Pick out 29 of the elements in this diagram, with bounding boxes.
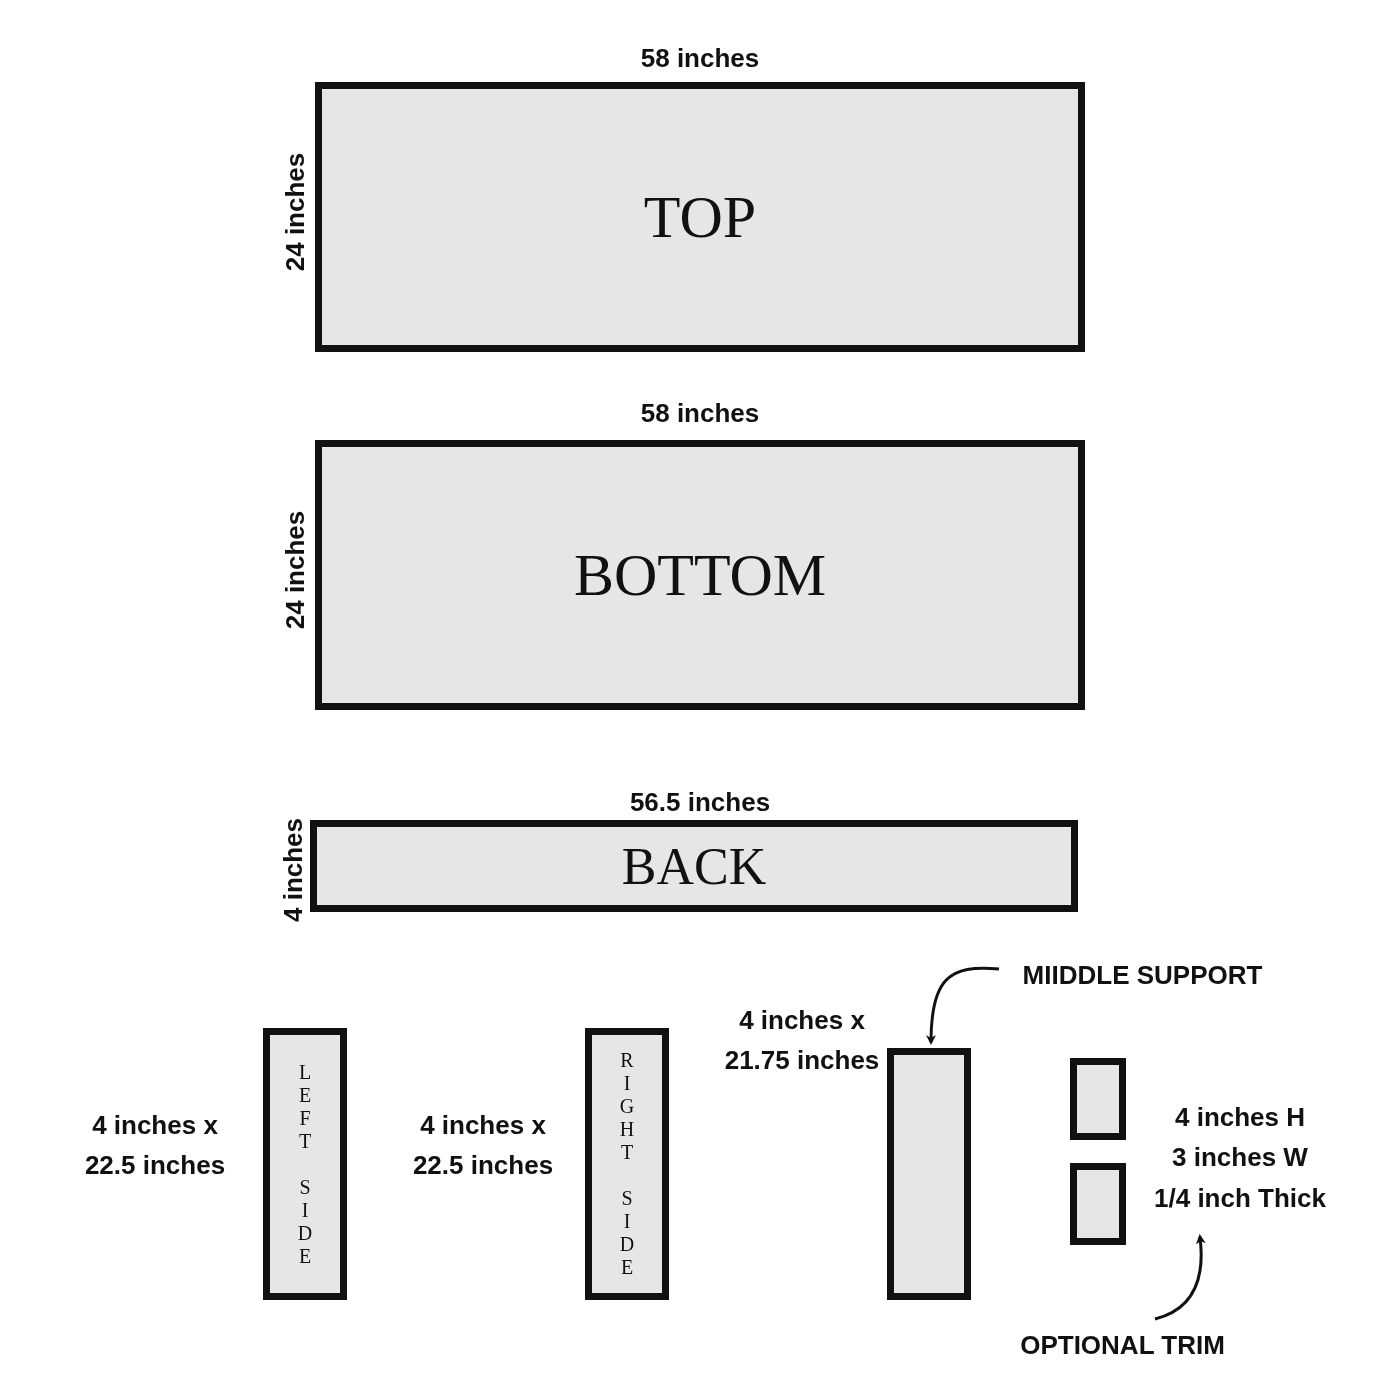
board-panel [585,1028,669,1300]
panel-name: BOTTOM [573,540,827,610]
callout-text: MIIDDLE SUPPORT [1005,955,1280,995]
leader-arrow [926,966,1000,1045]
dimension-label: 4 inches x 22.5 inches [83,1109,227,1182]
dimension-label: 4 inches x 22.5 inches [411,1109,555,1182]
dimension-label: 24 inches [279,151,311,274]
callout-text: OPTIONAL TRIM [1000,1325,1245,1365]
dimension-label: 4 inches [277,816,309,925]
board-panel [1070,1058,1126,1140]
board-panel [887,1048,971,1300]
dimension-label: 56.5 inches [628,786,772,819]
board-panel [1070,1163,1126,1245]
leader-arrow [1154,1234,1206,1321]
dimension-label: 58 inches [639,397,761,430]
panel-name: BACK [621,836,767,896]
panel-name: TOP [643,182,757,252]
panel-name: RIGHT SIDE [617,1049,637,1279]
dimension-label: 3 inches W [1171,1141,1309,1174]
board-panel [315,82,1085,352]
board-panel [315,440,1085,710]
board-panel [263,1028,347,1300]
panel-name: LEFT SIDE [295,1060,315,1268]
dimension-label: 4 inches x 21.75 inches [723,1004,881,1077]
board-panel [310,820,1078,912]
dimension-label: 24 inches [279,509,311,632]
dimension-label: 4 inches H [1173,1101,1307,1134]
dimension-label: 1/4 inch Thick [1153,1182,1327,1215]
dimension-label: 58 inches [639,42,761,75]
